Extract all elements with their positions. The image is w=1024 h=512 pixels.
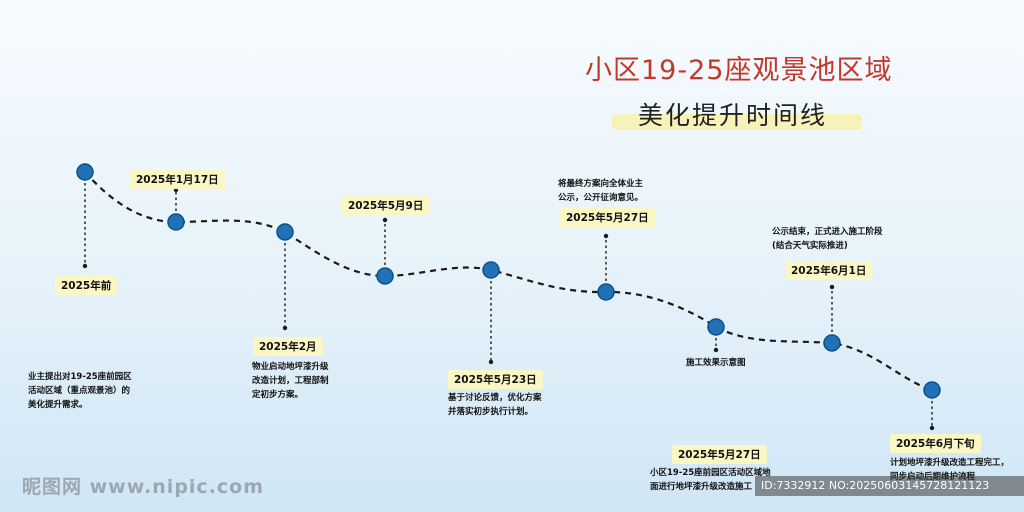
- date-label-9: 2025年6月下旬: [890, 434, 981, 453]
- desc-line: 基于讨论反馈，优化方案: [448, 393, 542, 403]
- desc-line: 将最终方案向全体业主: [558, 179, 644, 189]
- desc-line: 小区19-25座前园区活动区域地: [650, 468, 771, 478]
- timeline-node-5: [482, 261, 500, 279]
- desc-line: 面进行地坪漆升级改造施工: [650, 482, 753, 492]
- desc-line: (结合天气实际推进): [772, 241, 848, 251]
- date-label-3: 2025年2月: [253, 337, 323, 356]
- title-line2-block: 美化提升时间线: [610, 96, 870, 136]
- date-label-4: 2025年5月9日: [342, 196, 430, 215]
- desc-line: 业主提出对19-25座前园区: [28, 372, 132, 382]
- title-line2: 美化提升时间线: [638, 101, 828, 130]
- stem-dot-3: [282, 325, 288, 331]
- stem-dot-5: [488, 359, 494, 365]
- date-label-8: 2025年6月1日: [785, 261, 873, 280]
- timeline-node-8: [823, 334, 841, 352]
- title-line1: 小区19-25座观景池区域: [585, 55, 893, 86]
- desc-line: 计划地坪漆升级改造工程完工，: [890, 458, 1010, 468]
- desc-line: 定初步方案。: [252, 390, 304, 400]
- timeline-node-1: [76, 163, 94, 181]
- milestone-desc-10: 小区19-25座前园区活动区域地 面进行地坪漆升级改造施工: [650, 466, 771, 494]
- desc-line: 物业启动地坪漆升级: [252, 362, 329, 372]
- milestone-desc-5: 基于讨论反馈，优化方案 并落实初步执行计划。: [448, 391, 542, 419]
- desc-line: 并落实初步执行计划。: [448, 407, 534, 417]
- milestone-desc-3: 物业启动地坪漆升级 改造计划，工程部制 定初步方案。: [252, 360, 329, 402]
- milestone-desc-7: 施工效果示意图: [686, 356, 746, 370]
- stem-dot-4: [382, 217, 388, 223]
- date-label-2: 2025年1月17日: [130, 170, 225, 189]
- milestone-desc-8: 公示结束，正式进入施工阶段 (结合天气实际推进): [772, 225, 883, 253]
- stem-dot-7: [713, 347, 719, 353]
- timeline-node-9: [923, 381, 941, 399]
- watermark-site: 昵图网 www.nipic.com: [22, 476, 265, 498]
- desc-line: 公示结束，正式进入施工阶段: [772, 227, 883, 237]
- stem-dot-8: [829, 284, 835, 290]
- stem-dot-1: [82, 263, 88, 269]
- title-highlight: [612, 114, 862, 130]
- timeline-curve: [84, 171, 933, 392]
- desc-line: 施工效果示意图: [686, 358, 746, 368]
- timeline-node-3: [276, 223, 294, 241]
- timeline-node-6: [597, 283, 615, 301]
- date-label-1: 2025年前: [55, 276, 118, 295]
- milestone-desc-6: 将最终方案向全体业主 公示，公开征询意见。: [558, 177, 643, 205]
- stem-dot-6: [603, 233, 609, 239]
- desc-line: 活动区域（重点观景池）的: [28, 386, 131, 396]
- stem-dot-9: [929, 425, 935, 431]
- timeline-node-4: [376, 267, 394, 285]
- milestone-desc-1: 业主提出对19-25座前园区 活动区域（重点观景池）的 美化提升需求。: [28, 370, 132, 412]
- desc-line: 公示，公开征询意见。: [558, 193, 644, 203]
- desc-line: 美化提升需求。: [28, 400, 88, 410]
- watermark-id-bar: ID:7332912 NO:20250603145728121123: [755, 476, 1024, 496]
- desc-line: 改造计划，工程部制: [252, 376, 329, 386]
- date-label-10: 2025年5月27日: [672, 445, 767, 464]
- timeline-node-2: [167, 213, 185, 231]
- timeline-node-7: [707, 318, 725, 336]
- date-label-6: 2025年5月27日: [560, 208, 655, 227]
- date-label-5: 2025年5月23日: [448, 370, 543, 389]
